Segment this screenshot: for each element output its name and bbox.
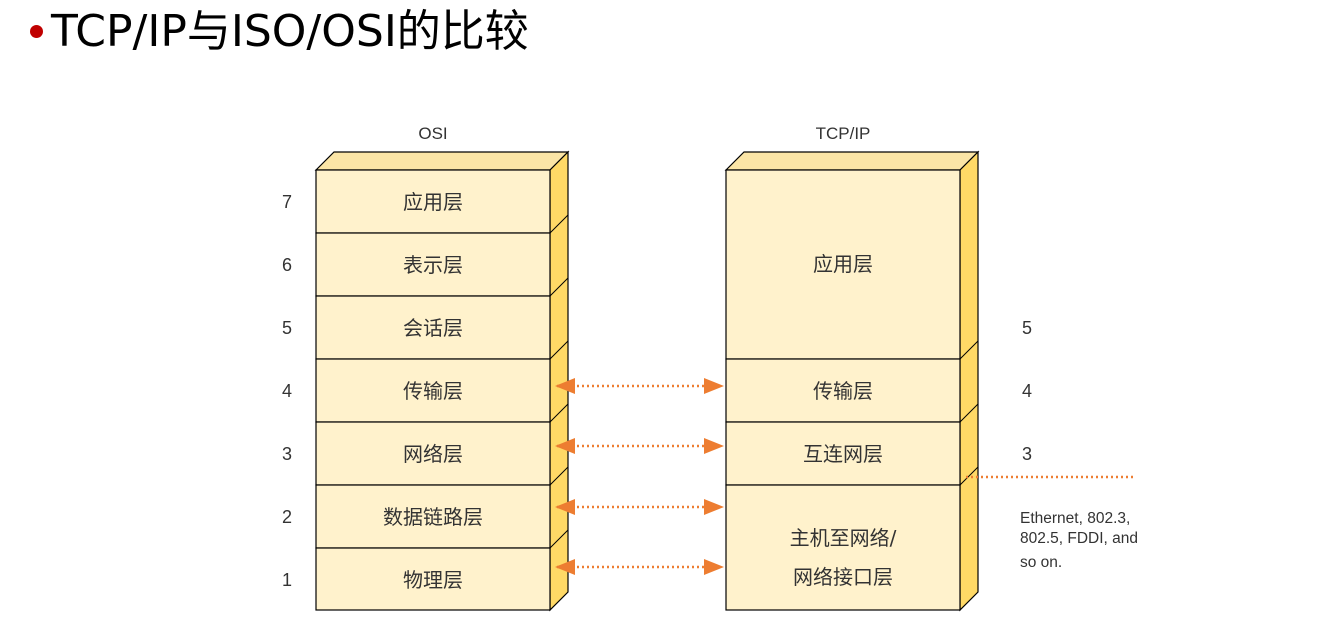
osi-layer-label: 网络层: [403, 442, 463, 466]
tcpip-stack: 应用层 5 传输层 4 互连网层 3 主机至网络/ 网络接口层: [724, 150, 1032, 612]
osi-layer-number: 6: [282, 255, 292, 275]
tcpip-layer: 传输层 4: [725, 358, 1032, 423]
osi-layer-box: [315, 547, 551, 611]
tcpip-top-face: [724, 151, 980, 171]
osi-layer-label: 会话层: [403, 316, 463, 340]
tcpip-layer-box: [725, 421, 961, 486]
tcpip-layer-box: [725, 169, 961, 360]
tcpip-layer-label: 应用层: [813, 252, 873, 276]
slide-title: TCP/IP与ISO/OSI的比较: [30, 2, 529, 62]
tcpip-layer-number: 4: [1022, 381, 1032, 401]
osi-layer: 会话层 5: [282, 295, 551, 360]
tcpip-layer: 互连网层 3: [725, 421, 1032, 486]
tcpip-layer-number: 3: [1022, 444, 1032, 464]
tcpip-layer-number: 5: [1022, 318, 1032, 338]
note-line: 802.5, FDDI, and: [1020, 530, 1138, 547]
tcpip-layer: 主机至网络/ 网络接口层: [725, 484, 961, 611]
tcpip-layer-label: 互连网层: [803, 442, 883, 466]
osi-top-face: [314, 151, 570, 171]
osi-layer-number: 5: [282, 318, 292, 338]
osi-layer-label: 物理层: [403, 568, 463, 592]
osi-layer-box: [315, 169, 551, 234]
osi-side-face: [549, 150, 569, 612]
osi-side-dividers: [549, 214, 569, 549]
osi-layer-number: 3: [282, 444, 292, 464]
osi-layer: 数据链路层 2: [282, 484, 551, 549]
osi-stack: 应用层 7 表示层 6 会话层 5 传输层 4 网络层 3 数据链路层 2: [282, 150, 570, 612]
note-line: so on.: [1020, 554, 1062, 571]
osi-layer-box: [315, 358, 551, 423]
tcpip-layer-label-line: 主机至网络/: [790, 526, 897, 550]
note-line: Ethernet, 802.3,: [1020, 510, 1130, 527]
tcpip-layer-box: [725, 484, 961, 611]
osi-layer-number: 7: [282, 192, 292, 212]
bullet-icon: [30, 24, 43, 38]
tcpip-layer: 应用层 5: [725, 169, 1032, 360]
osi-layer-box: [315, 295, 551, 360]
osi-layer-number: 4: [282, 381, 292, 401]
osi-layer: 网络层 3: [282, 421, 551, 486]
osi-layer: 物理层 1: [282, 547, 551, 611]
tcpip-side-dividers: [959, 340, 979, 486]
osi-layer-label: 表示层: [403, 253, 463, 277]
tcpip-layer-label: 传输层: [813, 379, 873, 403]
tcpip-layer-box: [725, 358, 961, 423]
osi-layer-number: 1: [282, 570, 292, 590]
tcpip-side-face: [959, 150, 979, 612]
tcpip-header: TCP/IP: [816, 124, 871, 143]
osi-layer-box: [315, 421, 551, 486]
osi-layer-box: [315, 232, 551, 297]
osi-layer: 应用层 7: [282, 169, 551, 234]
osi-layer: 传输层 4: [282, 358, 551, 423]
tcpip-layer-label-line: 网络接口层: [793, 565, 893, 589]
osi-layer-label: 数据链路层: [383, 505, 483, 529]
network-types-note: Ethernet, 802.3, 802.5, FDDI, and so on.: [1020, 510, 1138, 571]
correspondence-arrows: [555, 378, 724, 575]
osi-layer-label: 应用层: [403, 190, 463, 214]
osi-layer-label: 传输层: [403, 379, 463, 403]
osi-header: OSI: [418, 124, 447, 143]
osi-layer-number: 2: [282, 507, 292, 527]
osi-layer: 表示层 6: [282, 232, 551, 297]
slide-title-text: TCP/IP与ISO/OSI的比较: [51, 6, 529, 57]
